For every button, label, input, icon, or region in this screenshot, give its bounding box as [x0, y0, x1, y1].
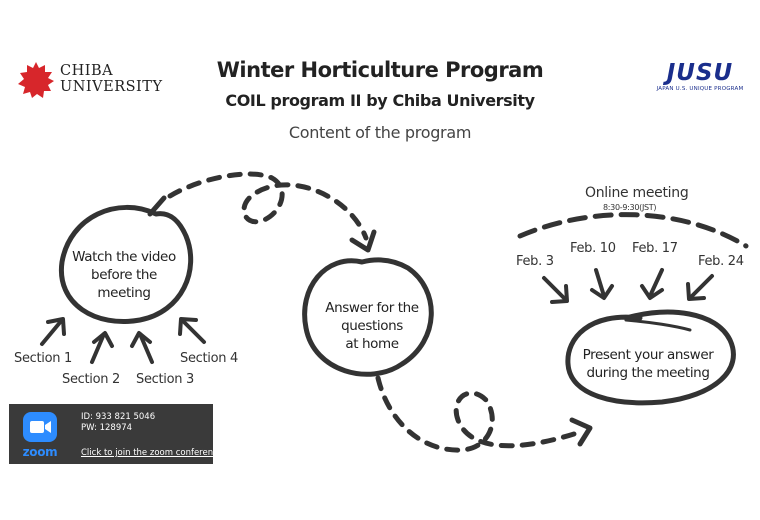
jusu-logo-tagline: JAPAN U.S. UNIQUE PROGRAM: [656, 86, 744, 92]
arrowhead-icon: [349, 229, 377, 253]
page-subtitle: COIL program II by Chiba University: [225, 91, 535, 110]
step1-line1: Watch the video: [72, 249, 176, 265]
dashed-arrow-1-to-2: [167, 171, 369, 241]
zoom-camera-icon[interactable]: [23, 412, 57, 442]
section-arrow-3: [130, 331, 154, 364]
date-arrow-3: [640, 268, 664, 300]
online-meeting-arc: [517, 212, 749, 249]
step2-line3: at home: [345, 336, 399, 352]
zoom-meeting-id: ID: 933 821 5046: [81, 412, 156, 422]
chiba-university-logo: CHIBA UNIVERSITY: [18, 62, 178, 102]
jusu-logo-mark: JUSU: [666, 60, 734, 86]
section-arrow-4: [178, 317, 206, 344]
step3-inner-loop: [624, 318, 692, 332]
meeting-date-4: Feb. 24: [698, 254, 744, 269]
step2-text: Answer for the questions at home: [310, 299, 434, 353]
chiba-logo-line2: UNIVERSITY: [60, 79, 163, 95]
online-meeting-time: 8:30-9:30(JST): [603, 203, 657, 212]
step3-text: Present your answer during the meeting: [572, 346, 724, 382]
section-arrow-2: [90, 331, 114, 364]
online-meeting-label: Online meeting: [585, 185, 689, 201]
date-arrow-1: [542, 276, 569, 304]
chiba-emblem-icon: [18, 62, 54, 98]
zoom-brand-text: zoom: [22, 445, 58, 459]
step1-line2: before the: [91, 267, 157, 283]
step3-circle: [565, 309, 736, 406]
step2-circle: [302, 257, 434, 377]
zoom-password: PW: 128974: [81, 423, 133, 433]
step1-circle: [58, 204, 194, 324]
zoom-credentials: ID: 933 821 5046 PW: 128974: [81, 412, 155, 434]
section-label-1: Section 1: [14, 351, 73, 366]
video-camera-icon: [30, 421, 51, 433]
meeting-date-1: Feb. 3: [516, 254, 554, 269]
date-arrow-2: [590, 268, 614, 300]
join-zoom-link[interactable]: Click to join the zoom conference: [81, 448, 224, 458]
step2-line2: questions: [341, 318, 403, 334]
meeting-date-3: Feb. 17: [632, 241, 678, 256]
step3-line2: during the meeting: [586, 365, 710, 381]
arrowhead-icon: [569, 417, 593, 447]
date-arrow-4: [686, 274, 714, 301]
section-label-3: Section 3: [136, 372, 195, 387]
section-label-4: Section 4: [180, 351, 239, 366]
page-title: Winter Horticulture Program: [216, 58, 544, 82]
step1-text: Watch the video before the meeting: [64, 248, 184, 302]
content-heading: Content of the program: [288, 123, 472, 142]
section-label-2: Section 2: [62, 372, 121, 387]
jusu-logo: JUSU JAPAN U.S. UNIQUE PROGRAM: [656, 60, 744, 104]
step2-line1: Answer for the: [325, 300, 419, 316]
dashed-arrow-2-to-3: [375, 375, 583, 453]
zoom-panel: zoom ID: 933 821 5046 PW: 128974 Click t…: [9, 404, 223, 464]
step1-tail: [147, 195, 167, 217]
step3-line1: Present your answer: [582, 347, 714, 363]
chiba-logo-line1: CHIBA: [60, 63, 114, 79]
step1-line3: meeting: [97, 285, 151, 301]
meeting-date-2: Feb. 10: [570, 241, 616, 256]
section-arrow-1: [40, 317, 66, 346]
